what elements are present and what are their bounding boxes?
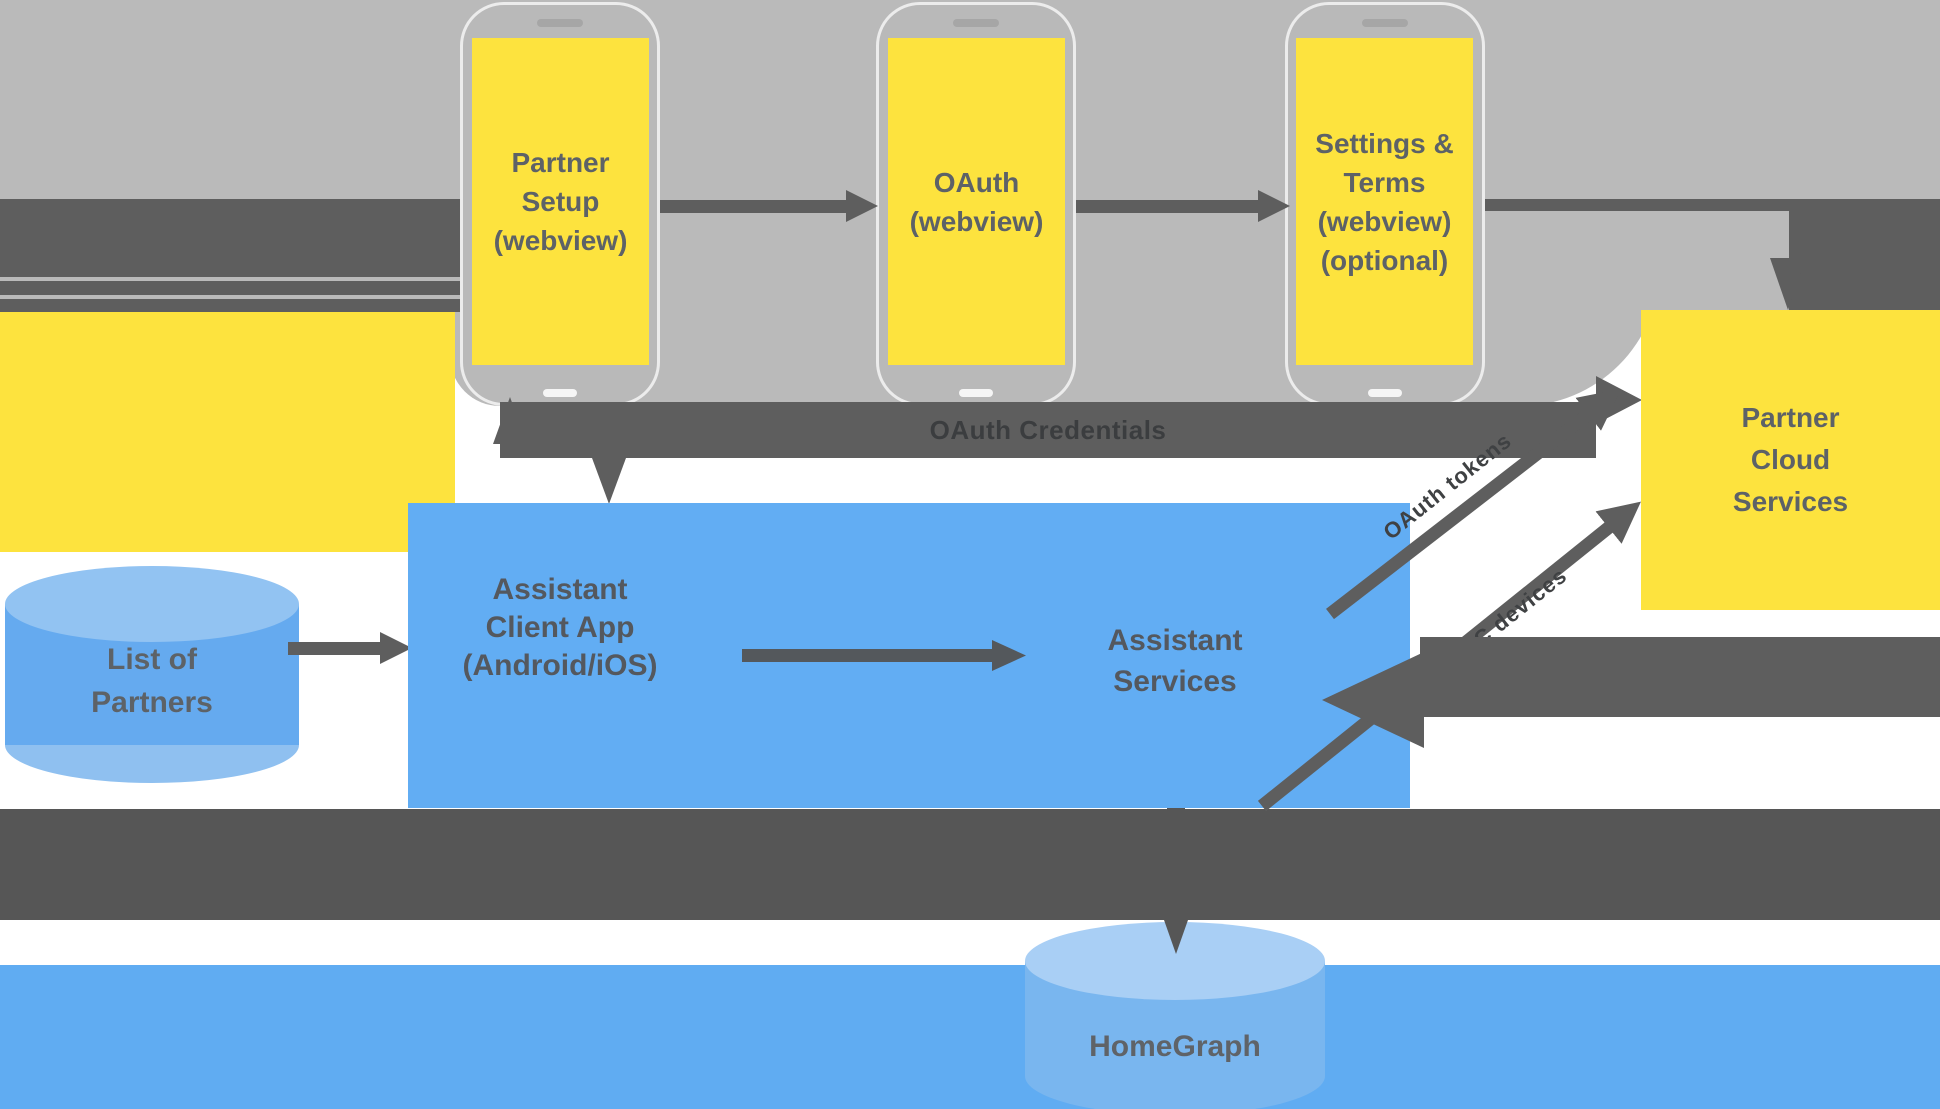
assistant-services-line: Assistant: [1107, 624, 1243, 657]
partner-cloud-line: Services: [1732, 486, 1849, 517]
screen-text-line: Settings &: [1315, 127, 1454, 159]
screen-text-line: (webview): [1317, 205, 1452, 237]
screen-text-line: (webview): [493, 225, 628, 256]
arrow-client-to-services-shaft: [742, 649, 992, 662]
arrow-setup-to-oauth-shaft: [660, 200, 846, 213]
arrow-settings-to-cloud-line: [1485, 199, 1940, 211]
arrow-cloud-to-services-slab: [1420, 637, 1940, 717]
screen-text-line: Partner: [511, 147, 610, 178]
phone-speaker-icon: [537, 19, 583, 27]
list-of-partners-line: Partners: [91, 686, 213, 719]
arrow-oauth-to-settings-shaft: [1076, 200, 1258, 213]
assistant-services-line: Services: [1113, 665, 1237, 698]
list-of-partners-cylinder-top: [5, 566, 299, 642]
assistant-client-line: Assistant: [492, 573, 628, 606]
assistant-client-line: (Android/iOS): [462, 649, 658, 682]
list-of-partners-label: List of Partners: [5, 638, 299, 724]
partner-cloud-services-box: Partner Cloud Services: [1641, 310, 1940, 610]
assistant-client-line: Client App: [485, 611, 635, 644]
diagonal-arrow-upper: [1326, 388, 1622, 620]
screen-text-line: Setup: [521, 186, 600, 217]
oauth-webview-screen: OAuth (webview): [888, 38, 1065, 365]
assistant-client-app-label: Assistant Client App (Android/iOS): [410, 571, 710, 685]
phone-speaker-icon: [953, 19, 999, 27]
phone-speaker-icon: [1362, 19, 1408, 27]
left-partial-yellow-box: [0, 312, 455, 552]
screen-text-line: Terms: [1343, 166, 1426, 198]
phone-home-indicator-icon: [959, 389, 993, 397]
partner-cloud-line: Cloud: [1750, 444, 1831, 475]
partner-cloud-line: Partner: [1741, 402, 1840, 433]
phone-home-indicator-icon: [1368, 389, 1402, 397]
partner-setup-webview-screen: Partner Setup (webview): [472, 38, 649, 365]
bottom-dark-band: [0, 809, 1940, 920]
list-of-partners-line: List of: [107, 643, 197, 676]
arrow-partners-to-client-shaft: [288, 642, 380, 655]
arrow-cloud-to-services-head-icon: [1322, 652, 1424, 748]
screen-text-line: (optional): [1320, 244, 1449, 276]
oauth-credentials-label: OAuth Credentials: [929, 414, 1167, 445]
homegraph-label: HomeGraph: [1089, 1030, 1261, 1063]
setup-flow-line-upper: [0, 281, 462, 295]
screen-text-line: (webview): [909, 205, 1044, 237]
settings-terms-webview-screen: Settings & Terms (webview) (optional): [1296, 38, 1473, 365]
arrow-settings-to-cloud-slab: [1789, 211, 1940, 312]
setup-flow-line-lower: [0, 299, 462, 312]
phone-home-indicator-icon: [543, 389, 577, 397]
bottom-blue-band: [0, 965, 1940, 1109]
assistant-services-label: Assistant Services: [1025, 620, 1325, 702]
setup-flow-arrow-band: [0, 199, 462, 277]
screen-text-line: OAuth: [933, 166, 1020, 198]
arrow-services-to-homegraph-shaft: [1167, 806, 1185, 922]
oauth-credentials-band: OAuth Credentials: [500, 402, 1596, 458]
